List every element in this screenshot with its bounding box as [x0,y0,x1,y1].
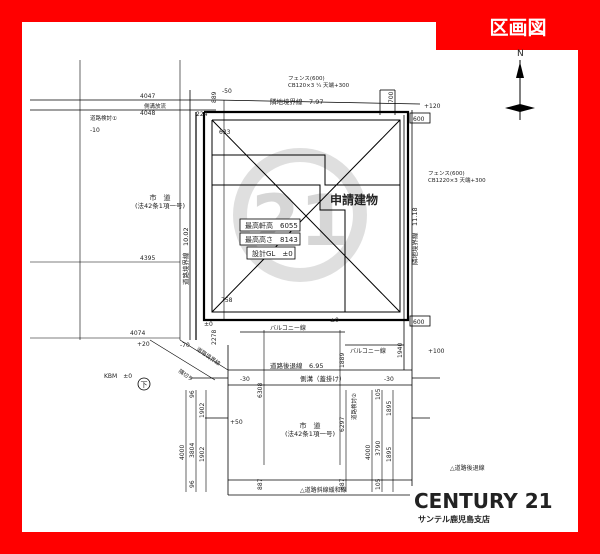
dim-700: 700 [388,91,395,103]
info-box-gl: 設計GL ±0 [246,246,296,260]
dimension-labels: 4047 4048 -10 4395 4074 633 758 600 600 … [90,88,445,490]
dim-minus50: -50 [222,88,232,95]
paper-sheet [22,22,578,532]
boundary-top-label: 隣地境界線 7.97 [270,97,323,106]
info-box-eave: 最高軒高 6055 [239,218,301,232]
city-road-bottom-title: 市 道 [300,421,321,430]
dim-6308: 6308 [257,383,264,398]
road-check-right-label: 道路検討② [350,393,358,420]
title-badge: 区画図 [436,0,600,50]
dim-105-bottom: 105 [375,478,382,490]
dim-4000-right: 4000 [365,445,372,460]
dim-600-top: 600 [413,116,425,123]
left-road-lines [30,60,229,381]
dim-96-bottom: 96 [189,480,196,488]
bottom-dimension-lines [185,330,394,492]
dim-1940: 1940 [397,343,404,358]
dim-4395: 4395 [140,255,155,262]
dim-1895-bottom: 1895 [386,447,393,462]
kbm-marker: 下 [137,377,151,391]
dim-1902-bottom: 1902 [199,447,206,462]
city-road-left-title: 市 道 [150,193,171,202]
fence-right-line2: CB1220×3 天端+300 [428,176,486,184]
site-boundary [179,60,410,340]
dim-3804: 3804 [189,443,196,458]
brand-name: CENTURY 21 [414,489,553,513]
dim-plus20: +20 [137,341,150,348]
box-gl-text: 設計GL ±0 [252,249,293,258]
dim-1895-top: 1895 [386,401,393,416]
svg-text:下: 下 [141,381,148,389]
dim-4074: 4074 [130,330,145,337]
dim-633: 633 [219,129,231,136]
dim-6297: 6297 [339,417,346,432]
boundary-left-label: 道路境界線 10.02 [181,227,190,285]
dim-3790: 3790 [375,441,382,456]
balcony-label-2: バルコニー線 [350,347,386,355]
corner-cut-label: 道路境界線 [195,345,223,368]
dim-minus30-right: -30 [384,376,394,383]
dim-2278: 2278 [211,330,218,345]
badge-title: 区画図 [489,17,547,39]
fence-top-line2: CB120×3 ¼ 天端+300 [288,81,350,89]
dim-minus70: -70 [180,342,190,349]
dim-105-top: 105 [375,388,382,400]
brand-branch: サンテル鹿児島支店 [418,514,490,524]
building-label: 申請建物 [330,192,378,207]
dim-1902-top: 1902 [199,403,206,418]
dim-4048: 4048 [140,110,155,117]
north-arrow-icon [505,60,535,120]
city-road-bottom-sub: (法42条1項一号) [285,429,335,438]
bottom-road-lines [190,345,440,496]
road-boundary-bottom-label: 道路後退線 6.95 [270,361,323,370]
opposite-line-label: △道路斜線緩和線 [300,486,347,494]
city-road-left-sub: (法42条1項一号) [135,201,185,210]
north-label: N [517,49,524,59]
dim-4047: 4047 [140,93,155,100]
dim-plus100: +100 [428,348,445,355]
retreat-line-label: △道路後退線 [450,464,485,472]
dim-224: 224 [196,111,208,118]
dim-pm0-right: ±0 [330,317,339,324]
building-footprint [211,119,401,313]
kbm-label: KBM ±0 [104,373,132,380]
info-box-height: 最高高さ 8143 [239,232,301,246]
boundary-right-label: 隣地境界線 11.18 [410,207,419,265]
brand-block: CENTURY 21 サンテル鹿児島支店 [410,486,575,532]
right-boundary-lines [403,110,413,370]
dim-pm0-left: ±0 [204,321,213,328]
dim-minus30-left: -30 [240,376,250,383]
dim-887-right: 887 [339,478,346,490]
dim-1889: 1889 [339,353,346,368]
balcony-label-1: バルコニー線 [270,324,306,332]
dim-4000-left: 4000 [179,445,186,460]
dim-889: 889 [211,91,218,103]
box-eave-text: 最高軒高 6055 [245,221,298,230]
dim-758: 758 [221,297,233,304]
fence-right-line1: フェンス(600) [428,170,465,177]
dim-plus50: +50 [230,419,243,426]
box-height-text: 最高高さ 8143 [245,235,298,244]
balcony-lines [240,331,404,346]
road-check-left-label: 道路検討① [90,114,117,122]
side-ditch-top-label: 側溝放流 [144,102,167,110]
top-boundary-lines [30,89,431,327]
fence-top-line1: フェンス(600) [288,75,325,82]
dim-600-bottom: 600 [413,319,425,326]
dim-plus120: +120 [424,103,441,110]
dim-96-top: 96 [189,390,196,398]
corner-cut-label-2: 隅切り [177,367,195,383]
side-ditch-bottom-label: 側溝（蓋掛け） [300,374,346,383]
dim-887-left: 887 [257,478,264,490]
dim-minus10: -10 [90,127,100,134]
